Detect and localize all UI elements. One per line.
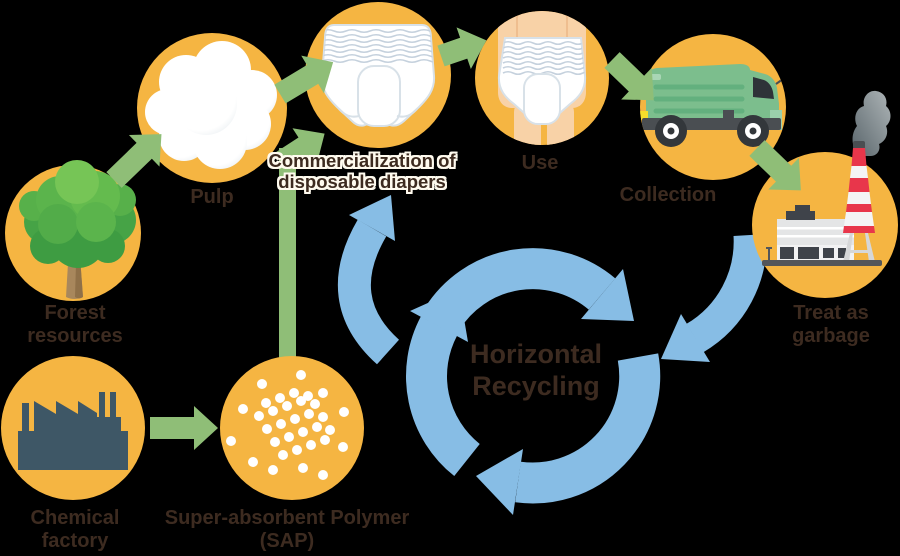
recycle-arc-top — [424, 248, 616, 331]
pulp-icon — [145, 41, 277, 169]
flow-arrows — [106, 27, 801, 450]
recycle-arc-top-arrowhead — [581, 269, 634, 321]
label-treat-as-garbage: Treat as garbage — [792, 302, 870, 347]
label-collection: Collection — [619, 184, 717, 206]
node-pulp — [137, 33, 287, 183]
sap-granules-icon — [226, 370, 349, 480]
node-forest-resources — [5, 160, 141, 301]
baby-wearing-diaper-icon — [497, 11, 587, 145]
chimney-tower — [843, 141, 875, 262]
diaper-icon — [320, 24, 436, 127]
recycle-arc-right — [515, 353, 661, 504]
flow-arrow-pulp-to-commercialization — [274, 55, 334, 104]
incinerator-icon — [762, 90, 891, 266]
flow-arrow-forest-to-pulp — [106, 134, 162, 188]
label-horizontal-recycling: Horizontal Recycling — [470, 339, 602, 401]
recycle-arc-left — [406, 316, 481, 477]
flow-arrow-use-to-collection — [604, 52, 654, 101]
recycle-entry-arrow — [686, 234, 767, 353]
label-forest-resources: Forest resources — [27, 302, 123, 347]
recycle-arc-left-arrowhead — [410, 289, 468, 342]
flow-arrow-collection-to-garbage — [749, 140, 801, 191]
recycle-exit-arrowhead — [349, 195, 395, 241]
node-collection — [640, 34, 786, 180]
label-sap: Super-absorbent Polymer (SAP) — [164, 507, 410, 552]
node-sap — [220, 356, 364, 500]
smoke-plume — [852, 90, 891, 156]
garbage-truck-icon — [640, 64, 784, 147]
node-chemical-factory — [1, 356, 145, 500]
recycle-exit-arrow — [337, 219, 400, 365]
sap-feed-line — [279, 148, 296, 360]
tree-icon — [19, 160, 136, 299]
flow-arrow-sap-to-commercialization — [275, 128, 325, 172]
flow-arrow-commercialization-to-use — [437, 27, 487, 69]
truck-rear-light — [640, 111, 648, 120]
node-commercialization — [305, 2, 451, 148]
label-pulp: Pulp — [190, 186, 234, 208]
flow-arrow-chemical-to-sap — [150, 406, 218, 450]
label-chemical-factory: Chemical factory — [30, 507, 120, 552]
recycle-entry-arrowhead — [661, 314, 710, 362]
node-use — [475, 11, 609, 145]
recycle-loop — [337, 195, 767, 515]
sap-circle — [220, 356, 364, 500]
label-use: Use — [521, 152, 559, 174]
factory-icon — [18, 392, 128, 470]
label-commercialization: Commercialization of disposable diapers — [268, 150, 456, 192]
recycle-arc-right-arrowhead — [476, 449, 523, 515]
